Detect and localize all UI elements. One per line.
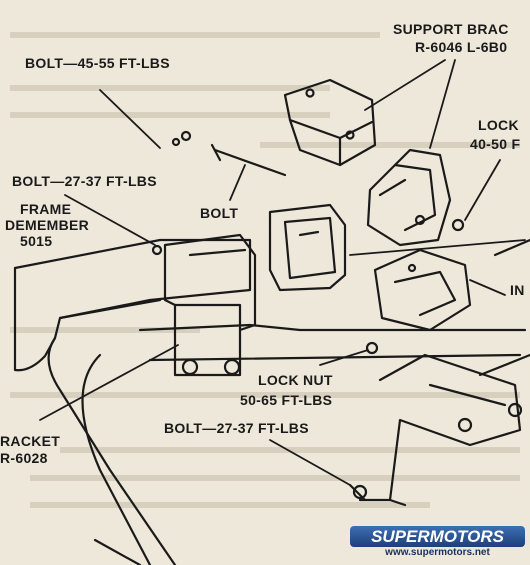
support-bracket-label: SUPPORT BRAC xyxy=(393,21,509,37)
watermark-url: www.supermotors.net xyxy=(385,547,490,558)
insulator-right xyxy=(373,248,472,332)
bolt-45-55-label: BOLT—45-55 FT-LBS xyxy=(25,55,170,71)
bracket-6028 xyxy=(163,233,257,377)
support-bracket-shell xyxy=(366,148,452,247)
bracket-lower-right xyxy=(358,353,522,502)
long-bolt xyxy=(213,148,287,177)
lock-nut-label: LOCK NUT xyxy=(258,372,333,388)
support-bracket-upper xyxy=(283,78,377,167)
bleed-through-text xyxy=(10,32,520,508)
bracket-part-label: R-6028 xyxy=(0,450,48,466)
bracket-label: RACKET xyxy=(0,433,61,449)
bolt-27-37-bottom-label: BOLT—27-37 FT-LBS xyxy=(164,420,309,436)
lock-torque-label: 40-50 F xyxy=(470,136,521,152)
bolt-27-37-top-label: BOLT—27-37 FT-LBS xyxy=(12,173,157,189)
frame-label: FRAME xyxy=(20,201,72,217)
leader-lines xyxy=(39,59,526,486)
watermark-brand: SUPERMOTORS xyxy=(350,526,525,547)
watermark: SUPERMOTORS www.supermotors.net xyxy=(350,526,525,558)
support-bracket-part-label: R-6046 L-6B0 xyxy=(415,39,508,55)
frame-crossmember xyxy=(13,238,252,565)
lock-nut-torque-label: 50-65 FT-LBS xyxy=(240,392,333,408)
demember-label: DEMEMBER xyxy=(5,217,90,233)
lock-label: LOCK xyxy=(478,117,519,133)
bolt-label: BOLT xyxy=(200,205,239,221)
insulator-label: IN xyxy=(510,282,525,298)
part-5015-label: 5015 xyxy=(20,233,53,249)
engine-insulator xyxy=(268,203,347,292)
